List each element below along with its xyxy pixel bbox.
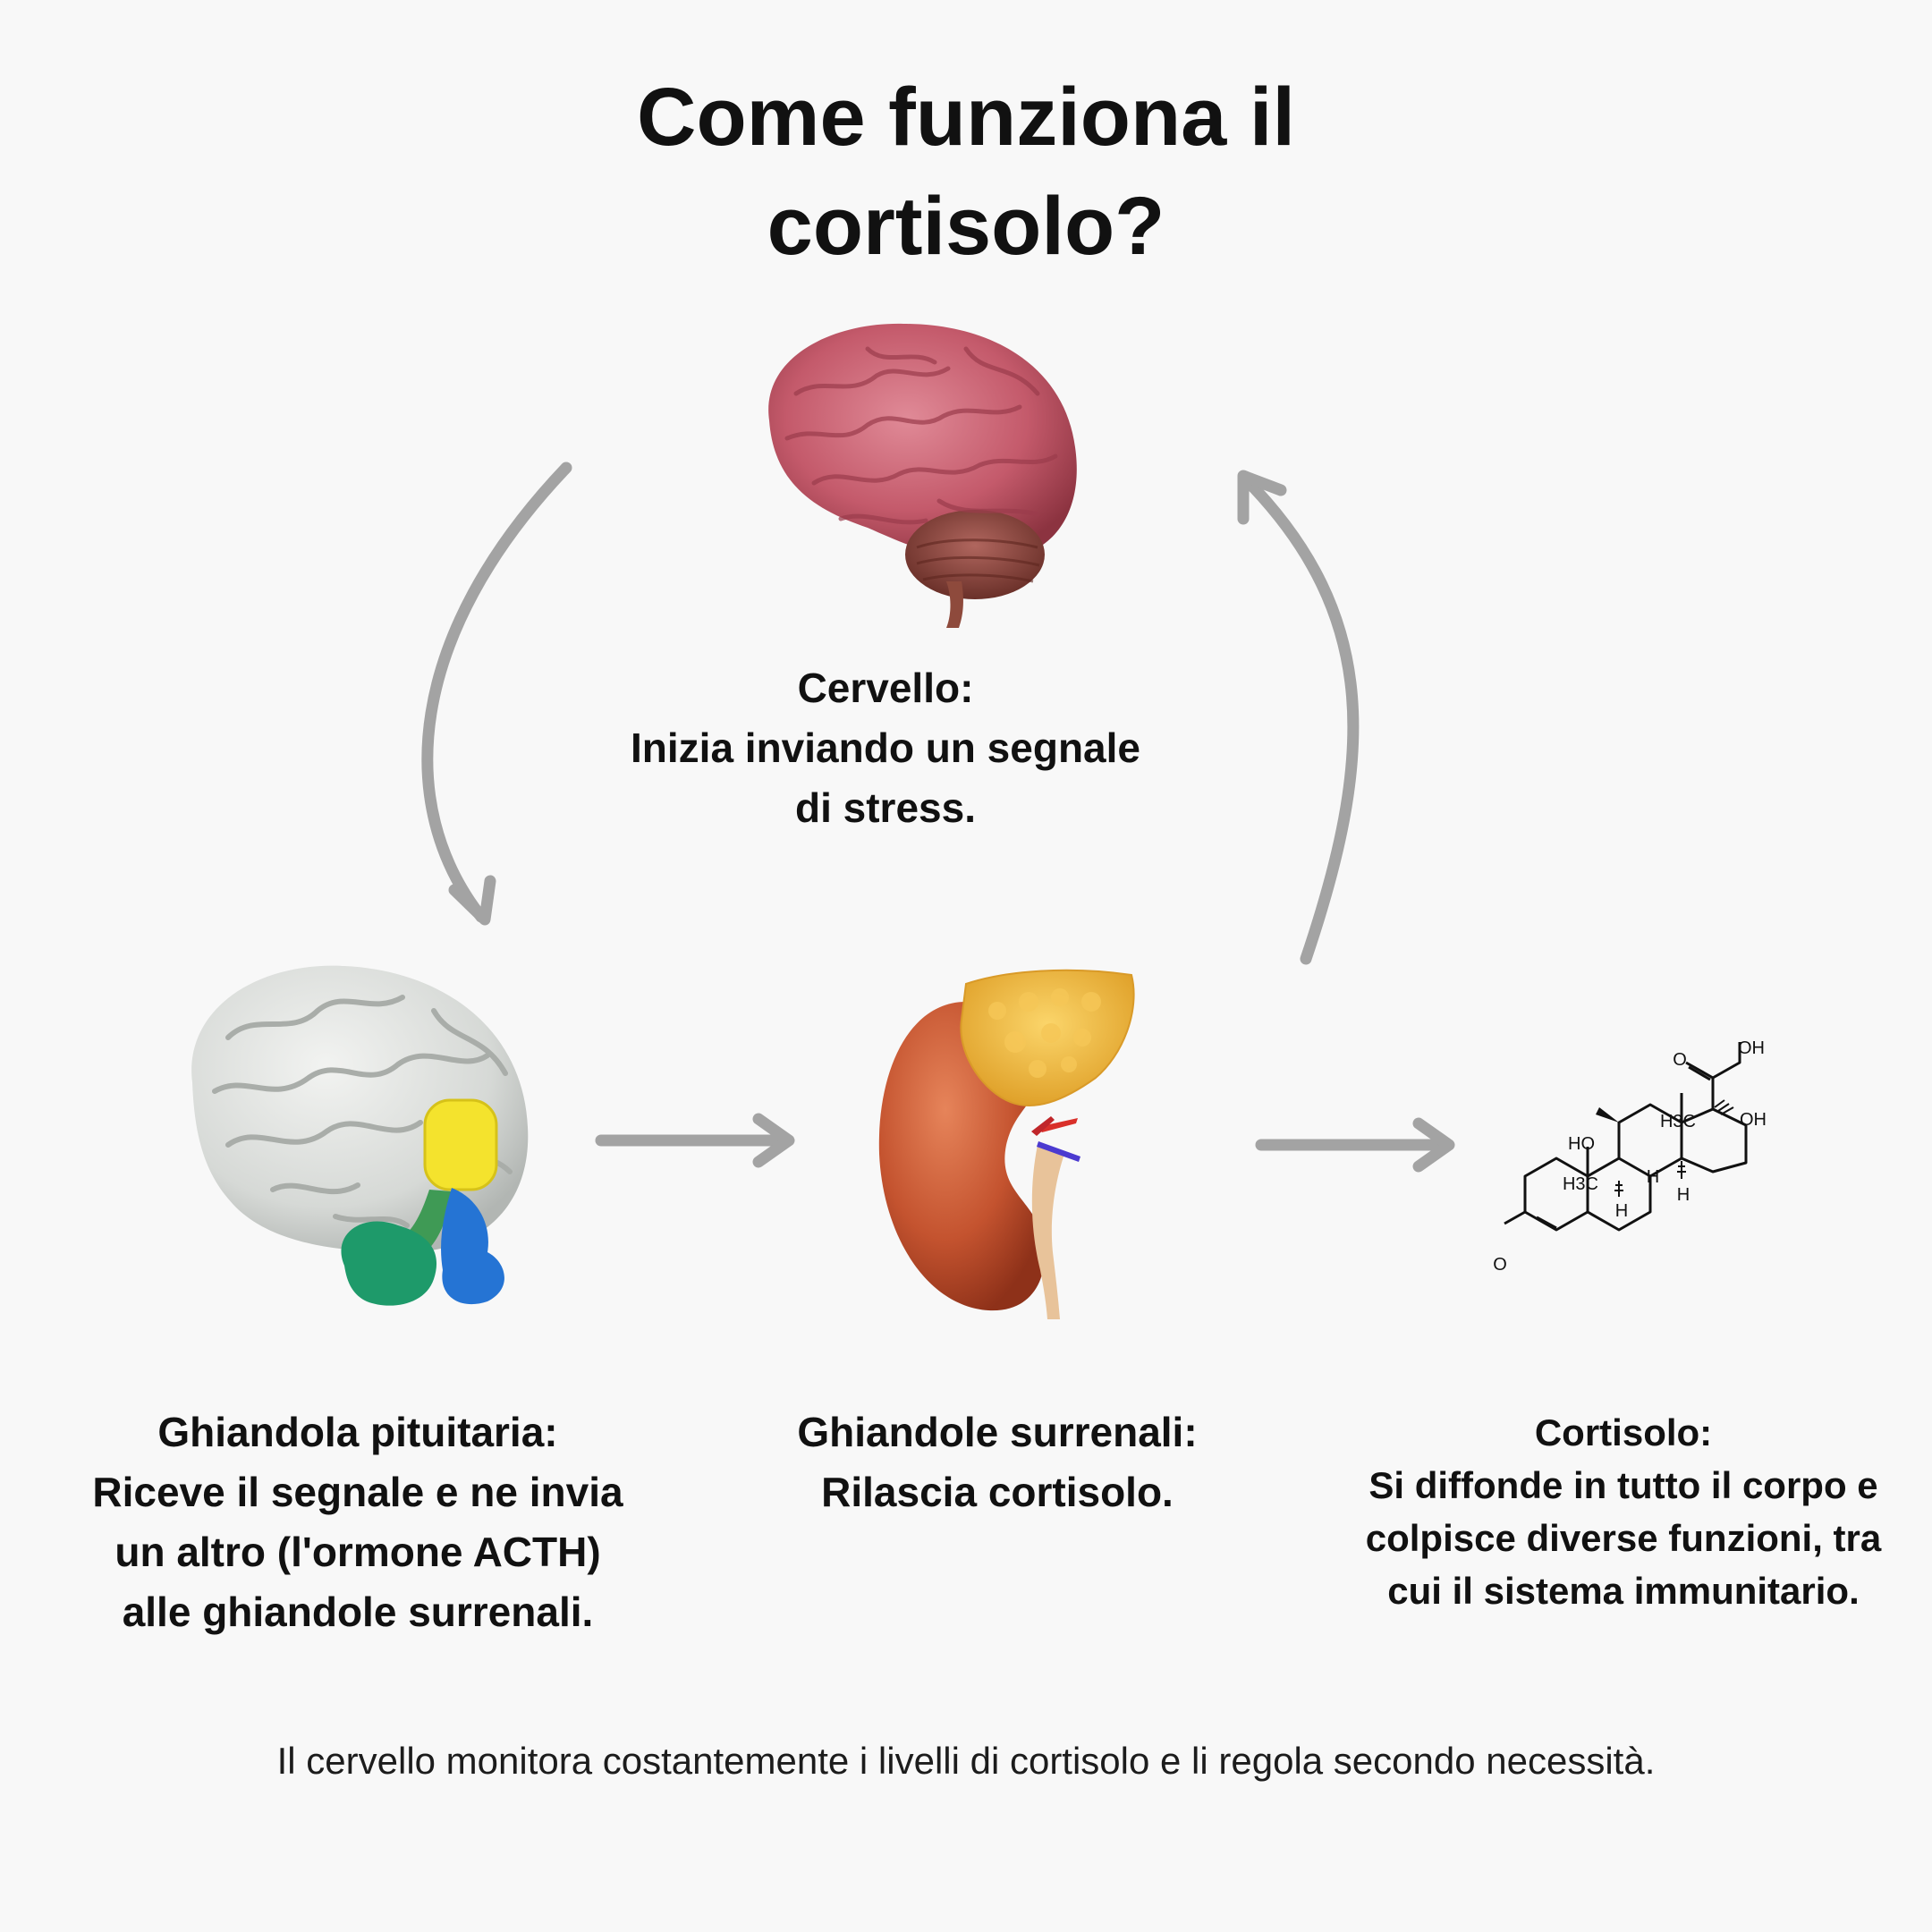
brain-label: Cervello: Inizia inviando un segnale di … [572, 658, 1199, 838]
brain-description-line-2: di stress. [795, 784, 976, 831]
arrow-cortisol-to-brain [1239, 472, 1360, 965]
footer-note: Il cervello monitora costantemente i liv… [276, 1740, 1656, 1782]
arrowhead-cortisol-to-brain [1237, 470, 1287, 525]
brain-heading: Cervello: [797, 665, 974, 711]
brain-description-line-1: Inizia inviando un segnale [631, 724, 1140, 771]
arrowhead-adrenal-to-cortisol [1412, 1117, 1455, 1173]
pituitary-description-line-2: un altro (l'ormone ACTH) [114, 1529, 601, 1575]
title-line-1: Come funziona il [637, 72, 1295, 163]
molecule-ho: HO [1568, 1134, 1595, 1154]
cortisol-label: Cortisolo: Si diffonde in tutto il corpo… [1306, 1406, 1932, 1617]
arrowhead-pituitary-to-adrenal [752, 1113, 795, 1168]
pituitary-description-line-3: alle ghiandole surrenali. [122, 1589, 594, 1635]
molecule-h-3: H [1677, 1185, 1690, 1205]
pituitary-description-line-1: Riceve il segnale e ne invia [92, 1469, 623, 1515]
molecule-h3c-2: H3C [1660, 1112, 1696, 1131]
adrenal-heading: Ghiandole surrenali: [797, 1409, 1198, 1455]
molecule-oh-right: OH [1740, 1110, 1767, 1130]
cortisol-description-line-1: Si diffonde in tutto il corpo e [1368, 1464, 1878, 1506]
cortisol-heading: Cortisolo: [1534, 1411, 1713, 1453]
molecule-o-keto: O [1673, 1050, 1687, 1070]
molecule-o-ring: O [1493, 1255, 1507, 1275]
kidney-adrenal-icon [878, 969, 1135, 1319]
cortisol-description-line-2: colpisce diverse funzioni, tra [1365, 1517, 1882, 1559]
adrenal-description-line-1: Rilascia cortisolo. [821, 1469, 1174, 1515]
molecule-oh-top: OH [1738, 1038, 1765, 1058]
arrow-brain-to-pituitary [421, 462, 572, 923]
molecule-h3c-1: H3C [1563, 1174, 1598, 1194]
cortisol-description-line-3: cui il sistema immunitario. [1387, 1570, 1860, 1612]
title-line-2: cortisolo? [767, 181, 1165, 272]
brain-icon [768, 323, 1077, 628]
pituitary-heading: Ghiandola pituitaria: [157, 1409, 558, 1455]
adrenal-label: Ghiandole surrenali: Rilascia cortisolo. [689, 1402, 1306, 1522]
cortisol-molecule-icon: OH O OH HO H3C H3C H H H O [1493, 1038, 1767, 1275]
pituitary-label: Ghiandola pituitaria: Riceve il segnale … [45, 1402, 671, 1642]
arrowhead-brain-to-pituitary [448, 875, 496, 926]
pituitary-brain-icon [191, 965, 529, 1306]
molecule-h-1: H [1647, 1167, 1659, 1187]
page-title: Come funziona il cortisolo? [0, 63, 1932, 281]
molecule-h-2: H [1615, 1201, 1628, 1221]
